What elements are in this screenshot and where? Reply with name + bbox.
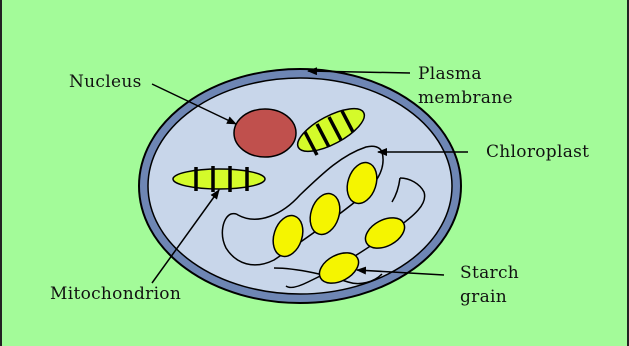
starch-grain-label-line1: Starch [460, 262, 519, 284]
chloroplast-label: Chloroplast [486, 141, 589, 163]
nucleus-label: Nucleus [69, 71, 142, 93]
plasma-membrane-label-line2: membrane [418, 87, 513, 109]
starch-grain-label-line2: grain [460, 286, 507, 308]
plasma-membrane-label-line1: Plasma [418, 63, 482, 85]
mitochondrion-label: Mitochondrion [50, 283, 181, 305]
nucleus [234, 109, 296, 157]
